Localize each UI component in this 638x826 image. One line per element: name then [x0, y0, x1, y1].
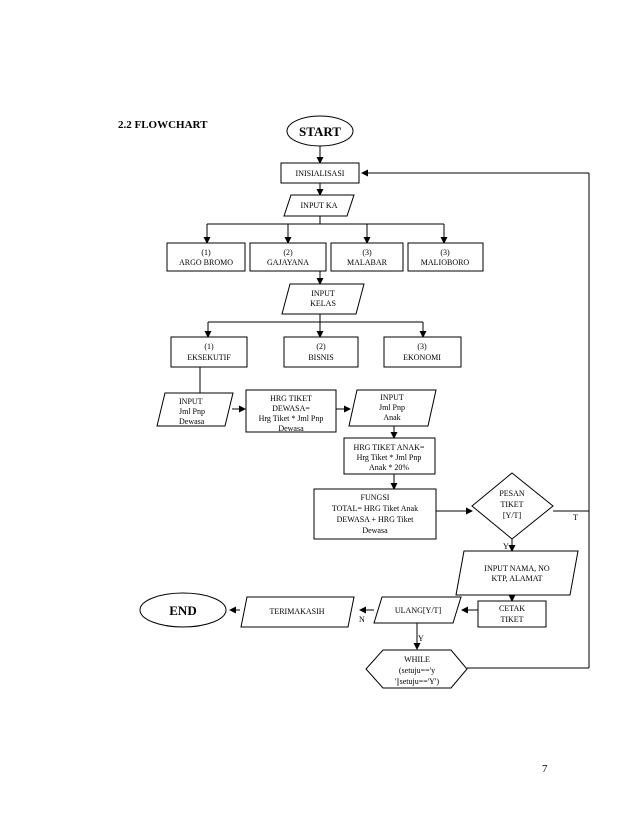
inisialisasi-process: INISIALISASI: [280, 162, 360, 184]
svg-text:(1): (1): [201, 248, 211, 257]
svg-text:(3): (3): [440, 248, 450, 257]
svg-text:TOTAL= HRG Tiket Anak: TOTAL= HRG Tiket Anak: [332, 504, 418, 513]
svg-text:Dewasa: Dewasa: [278, 424, 304, 433]
svg-text:EKSEKUTIF: EKSEKUTIF: [187, 353, 231, 362]
pesan-no-label: T: [573, 513, 578, 522]
while-loop-preparation: WHILE (setuju=='y '||setuju=='Y'): [365, 649, 468, 689]
svg-text:Jml Pnp: Jml Pnp: [179, 407, 205, 416]
svg-text:(3): (3): [417, 342, 427, 351]
svg-text:(setuju=='y: (setuju=='y: [399, 666, 435, 675]
train-option-argo-bromo: (1) ARGO BROMO: [166, 242, 246, 272]
svg-text:INPUT NAMA, NO: INPUT NAMA, NO: [484, 564, 550, 573]
cetak-tiket-process: CETAK TIKET: [477, 600, 547, 628]
train-option-malioboro: (3) MALIOBORO: [407, 242, 484, 272]
svg-text:(2): (2): [283, 248, 293, 257]
ulang-yes-label: Y: [418, 634, 424, 643]
hrg-tiket-dewasa-process: HRG TIKET DEWASA= Hrg Tiket * Jml Pnp De…: [245, 389, 337, 433]
svg-text:Hrg Tiket * Jml Pnp: Hrg Tiket * Jml Pnp: [259, 414, 324, 423]
ulang-io: ULANG[Y/T]: [373, 596, 462, 624]
svg-text:INPUT: INPUT: [380, 393, 404, 402]
train-option-malabar: (3) MALABAR: [330, 242, 404, 272]
svg-text:WHILE: WHILE: [404, 655, 430, 664]
svg-text:MALIOBORO: MALIOBORO: [421, 258, 470, 267]
svg-text:Anak * 20%: Anak * 20%: [369, 463, 409, 472]
page-number: 7: [542, 763, 548, 775]
svg-text:DEWASA + HRG Tiket: DEWASA + HRG Tiket: [337, 515, 415, 524]
pesan-tiket-decision: PESAN TIKET [Y/T]: [471, 472, 554, 540]
svg-text:Anak: Anak: [383, 413, 400, 422]
svg-text:(2): (2): [316, 342, 326, 351]
input-jml-pnp-dewasa-io: INPUT Jml Pnp Dewasa: [156, 392, 234, 427]
svg-text:Dewasa: Dewasa: [362, 526, 388, 535]
svg-text:INPUT: INPUT: [311, 289, 335, 298]
input-jml-pnp-anak-io: INPUT Jml Pnp Anak: [348, 389, 437, 427]
svg-text:INPUT: INPUT: [179, 397, 203, 406]
class-option-eksekutif: (1) EKSEKUTIF: [170, 336, 248, 368]
end-terminator: END: [139, 592, 227, 628]
svg-text:START: START: [299, 124, 341, 139]
svg-text:MALABAR: MALABAR: [347, 258, 388, 267]
svg-text:(1): (1): [204, 342, 214, 351]
connectors: [199, 146, 590, 669]
svg-text:CETAK: CETAK: [499, 604, 525, 613]
svg-text:INPUT KA: INPUT KA: [301, 201, 338, 210]
svg-text:TIKET: TIKET: [500, 500, 523, 509]
start-terminator: START: [286, 115, 354, 147]
terimakasih-io: TERIMAKASIH: [240, 596, 355, 628]
fungsi-total-process: FUNGSI TOTAL= HRG Tiket Anak DEWASA + HR…: [313, 488, 437, 540]
svg-text:'||setuju=='Y'): '||setuju=='Y'): [395, 677, 439, 686]
svg-text:GAJAYANA: GAJAYANA: [267, 258, 309, 267]
svg-text:BISNIS: BISNIS: [308, 353, 333, 362]
svg-text:PESAN: PESAN: [499, 489, 525, 498]
svg-text:HRG TIKET: HRG TIKET: [270, 394, 312, 403]
svg-text:INISIALISASI: INISIALISASI: [296, 169, 345, 178]
svg-text:TERIMAKASIH: TERIMAKASIH: [269, 607, 324, 616]
input-kelas-io: INPUT KELAS: [281, 283, 365, 315]
svg-text:ULANG[Y/T]: ULANG[Y/T]: [395, 606, 442, 615]
svg-text:DEWASA=: DEWASA=: [272, 404, 310, 413]
svg-text:Dewasa: Dewasa: [179, 417, 205, 426]
svg-text:KTP, ALAMAT: KTP, ALAMAT: [491, 574, 542, 583]
svg-text:ARGO BROMO: ARGO BROMO: [179, 258, 233, 267]
svg-text:FUNGSI: FUNGSI: [361, 493, 390, 502]
ulang-no-label: N: [359, 615, 365, 624]
svg-text:[Y/T]: [Y/T]: [503, 511, 522, 520]
svg-text:KELAS: KELAS: [310, 299, 336, 308]
class-option-ekonomi: (3) EKONOMI: [383, 336, 462, 368]
svg-text:(3): (3): [362, 248, 372, 257]
svg-text:Jml Pnp: Jml Pnp: [379, 403, 405, 412]
hrg-tiket-anak-process: HRG TIKET ANAK= Hrg Tiket * Jml Pnp Anak…: [343, 437, 436, 475]
input-nama-ktp-alamat-io: INPUT NAMA, NO KTP, ALAMAT: [455, 550, 579, 596]
pesan-yes-label: Y: [503, 542, 509, 551]
class-option-bisnis: (2) BISNIS: [283, 336, 359, 368]
section-heading: 2.2 FLOWCHART: [118, 119, 208, 131]
svg-text:EKONOMI: EKONOMI: [403, 353, 441, 362]
train-option-gajayana: (2) GAJAYANA: [249, 242, 327, 272]
svg-text:END: END: [169, 603, 196, 618]
svg-text:Hrg Tiket * Jml Pnp: Hrg Tiket * Jml Pnp: [357, 453, 422, 462]
input-ka-io: INPUT KA: [283, 194, 355, 217]
svg-text:HRG TIKET ANAK=: HRG TIKET ANAK=: [354, 443, 425, 452]
svg-text:TIKET: TIKET: [500, 615, 523, 624]
